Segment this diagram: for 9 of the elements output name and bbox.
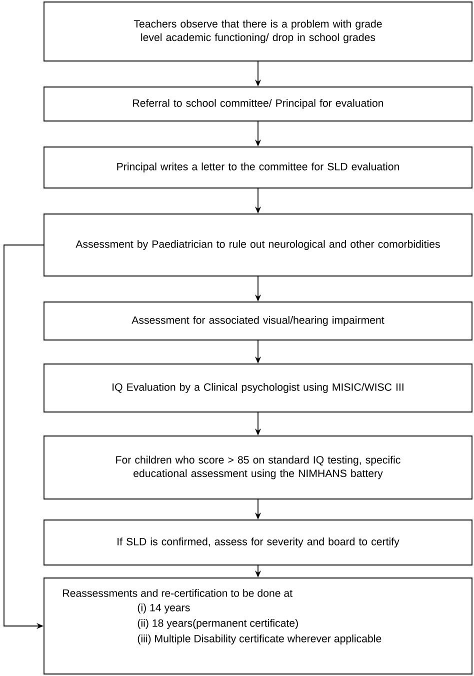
step-box: Principal writes a letter to the committee for SLD evaluation: [44, 146, 472, 188]
step-box: Referral to school committee/ Principal for evaluation: [44, 86, 472, 122]
step-box: Reassessments and re-certification to be done at (i) 14 years (ii) 18 years(permanent certificate) (iii) Multiple Disability certificate wherever applicable: [44, 578, 472, 674]
step-box: For children who score > 85 on standard IQ testing, specific educational assessment using the NIMHANS battery: [44, 436, 472, 500]
step-box: IQ Evaluation by a Clinical psychologist using MISIC/WISC III: [44, 364, 472, 412]
step-box: Assessment by Paediatrician to rule out neurological and other comorbidities: [44, 214, 472, 276]
step-box: If SLD is confirmed, assess for severity and board to certify: [44, 520, 472, 566]
step-box: Teachers observe that there is a problem with grade level academic functioning/ drop in school grades: [44, 2, 472, 62]
step-box: Assessment for associated visual/hearing impairment: [44, 302, 472, 340]
